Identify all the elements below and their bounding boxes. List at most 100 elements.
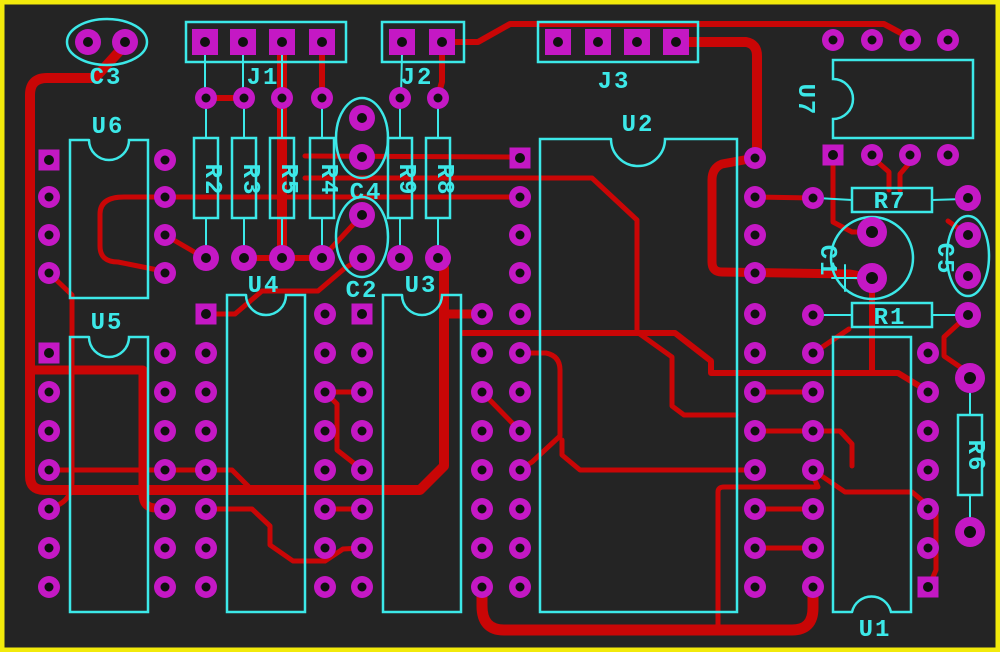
drill-hole xyxy=(44,230,54,240)
label-c2[interactable]: C2 xyxy=(346,278,379,305)
drill-hole xyxy=(943,150,953,160)
label-u3[interactable]: U3 xyxy=(405,273,438,300)
copper-trace[interactable] xyxy=(302,153,519,160)
label-r8[interactable]: R8 xyxy=(430,164,457,197)
label-c5[interactable]: C5 xyxy=(930,243,957,276)
label-u1[interactable]: U1 xyxy=(859,617,892,644)
copper-trace[interactable] xyxy=(46,467,251,489)
label-c3[interactable]: C3 xyxy=(90,65,123,92)
copper-trace[interactable] xyxy=(97,194,168,274)
ic-u6-outline[interactable] xyxy=(68,138,150,300)
drill-hole xyxy=(632,37,642,47)
label-u7[interactable]: U7 xyxy=(791,84,818,117)
label-r5[interactable]: R5 xyxy=(274,164,301,197)
label-u4[interactable]: U4 xyxy=(248,273,281,300)
copper-trace[interactable] xyxy=(715,473,821,631)
drill-hole xyxy=(750,582,760,592)
connector-j3-outline[interactable] xyxy=(536,20,700,64)
drill-hole xyxy=(963,230,973,240)
drill-hole xyxy=(515,309,525,319)
ic-u1-outline[interactable] xyxy=(831,335,913,614)
drill-hole xyxy=(477,543,487,553)
copper-trace[interactable] xyxy=(25,40,449,495)
drill-hole xyxy=(160,543,170,553)
label-r7[interactable]: R7 xyxy=(874,189,907,216)
ic-u2-outline[interactable] xyxy=(538,137,739,614)
copper-trace[interactable] xyxy=(941,312,971,374)
label-r3[interactable]: R3 xyxy=(236,164,263,197)
drill-hole xyxy=(808,387,818,397)
ic-u4-outline[interactable] xyxy=(225,293,307,614)
drill-hole xyxy=(477,348,487,358)
drill-hole xyxy=(201,253,211,263)
connector-j2-outline[interactable] xyxy=(380,20,466,64)
drill-hole xyxy=(357,210,367,220)
resistor-leads xyxy=(205,99,439,257)
drill-hole xyxy=(923,465,933,475)
drill-hole xyxy=(357,309,367,319)
label-r9[interactable]: R9 xyxy=(392,164,419,197)
drill-hole xyxy=(866,272,878,284)
copper-trace[interactable] xyxy=(707,153,877,283)
label-r6[interactable]: R6 xyxy=(961,440,988,473)
drill-hole xyxy=(963,271,973,281)
drill-hole xyxy=(750,465,760,475)
drill-hole xyxy=(515,268,525,278)
label-c4[interactable]: C4 xyxy=(350,180,383,207)
label-u5[interactable]: U5 xyxy=(91,310,124,337)
drill-hole xyxy=(357,113,367,123)
label-j1[interactable]: J1 xyxy=(247,65,280,92)
copper-trace[interactable] xyxy=(302,175,739,418)
ic-u3-outline[interactable] xyxy=(381,293,463,614)
drill-hole xyxy=(397,37,407,47)
copper-trace[interactable] xyxy=(476,581,819,636)
copper-trace[interactable] xyxy=(517,350,563,471)
drill-hole xyxy=(357,543,367,553)
drill-hole xyxy=(515,426,525,436)
drill-hole xyxy=(160,155,170,165)
drill-hole xyxy=(515,543,525,553)
label-u6[interactable]: U6 xyxy=(92,114,125,141)
drill-hole xyxy=(160,230,170,240)
label-u2[interactable]: U2 xyxy=(622,112,655,139)
drill-hole xyxy=(943,35,953,45)
drill-hole xyxy=(200,37,210,47)
copper-trace[interactable] xyxy=(203,506,365,564)
drill-hole xyxy=(238,37,248,47)
label-c1[interactable]: C1 xyxy=(813,245,840,278)
drill-hole xyxy=(515,582,525,592)
connector-j1-outline[interactable] xyxy=(184,20,348,64)
drill-hole xyxy=(553,37,563,47)
label-j3[interactable]: J3 xyxy=(598,69,631,96)
capacitor-c5-outline[interactable] xyxy=(945,214,991,298)
label-r4[interactable]: R4 xyxy=(314,164,341,197)
label-r1[interactable]: R1 xyxy=(874,305,907,332)
drill-hole xyxy=(515,153,525,163)
drill-hole xyxy=(750,543,760,553)
capacitor-c2-outline[interactable] xyxy=(334,195,390,279)
drill-hole xyxy=(808,465,818,475)
drill-hole xyxy=(808,193,818,203)
drill-hole xyxy=(201,582,211,592)
drill-hole xyxy=(160,387,170,397)
capacitor-c3-outline[interactable] xyxy=(65,17,149,67)
drill-hole xyxy=(201,93,211,103)
drill-hole xyxy=(357,152,367,162)
drill-hole xyxy=(923,348,933,358)
copper-trace[interactable] xyxy=(559,437,758,473)
drill-hole xyxy=(433,93,443,103)
ic-u7-outline[interactable] xyxy=(831,58,975,140)
label-r2[interactable]: R2 xyxy=(198,164,225,197)
drill-hole xyxy=(808,348,818,358)
copper-trace[interactable] xyxy=(203,255,365,317)
label-j2[interactable]: J2 xyxy=(401,65,434,92)
copper-trace[interactable] xyxy=(810,428,855,469)
ic-u5-outline[interactable] xyxy=(68,335,150,614)
drill-hole xyxy=(44,504,54,514)
copper-trace[interactable] xyxy=(439,21,913,45)
drill-hole xyxy=(808,310,818,320)
copper-trace[interactable] xyxy=(671,37,762,161)
drill-hole xyxy=(120,37,130,47)
drill-hole xyxy=(395,253,405,263)
